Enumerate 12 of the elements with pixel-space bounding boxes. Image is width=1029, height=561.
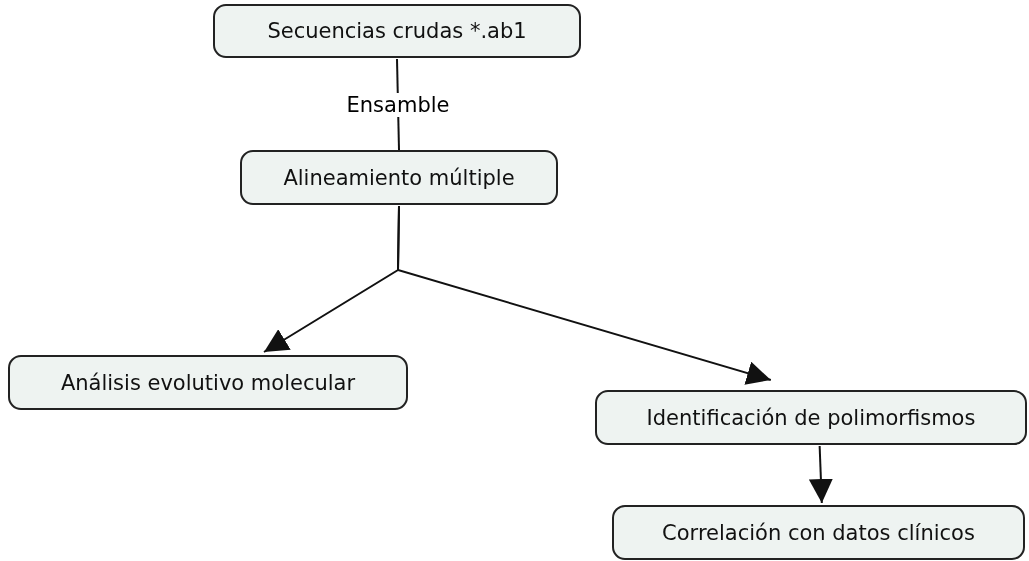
node-text: Análisis evolutivo molecular [60, 370, 356, 395]
node-text: Secuencias crudas *.ab1 [267, 19, 527, 43]
arrow [397, 205, 772, 385]
arrow [808, 445, 833, 504]
node-text: Correlación con datos clínicos [662, 520, 975, 545]
process-box [612, 505, 1025, 560]
process-box [595, 390, 1027, 445]
process-box [8, 355, 408, 410]
node-text: Alineamiento múltiple [283, 165, 515, 190]
node-text: Identificación de polimorfismos [646, 405, 976, 430]
process-box [240, 150, 558, 205]
process-box [213, 4, 581, 58]
